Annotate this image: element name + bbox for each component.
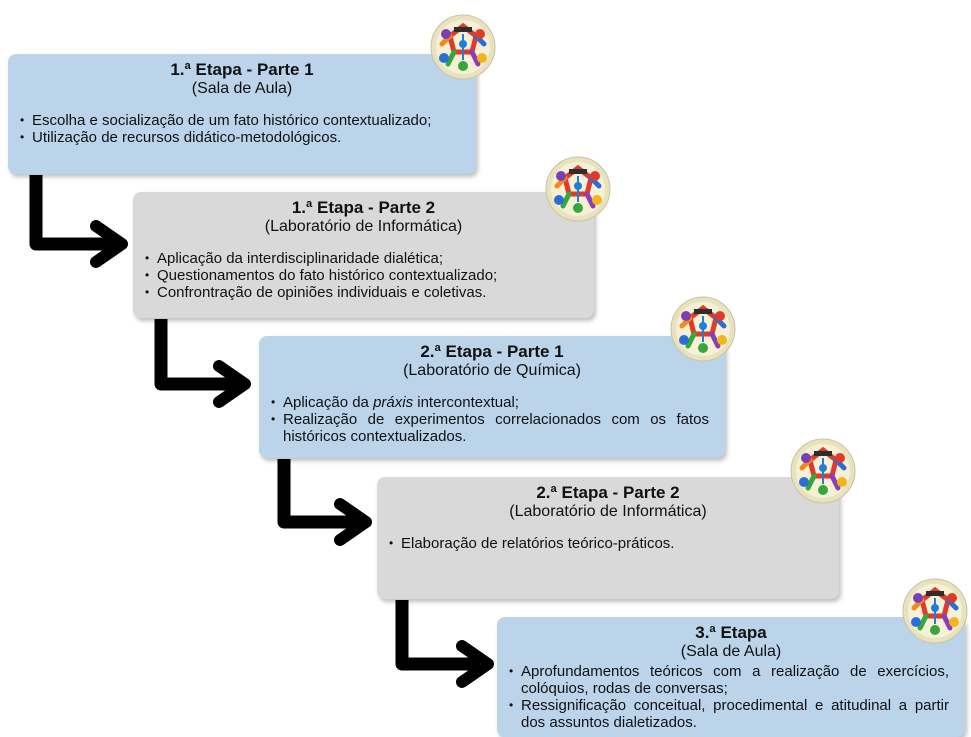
stage-items: Aprofundamentos teóricos com a realizaçã… [497,663,965,731]
stage-item: Elaboração de relatórios teórico-prático… [389,535,823,552]
stage-title: 3.ª Etapa [695,623,767,642]
logo-badge-icon [790,438,856,504]
stage-title: 2.ª Etapa - Parte 2 [536,483,680,502]
stage-3-box: 2.ª Etapa - Parte 1 (Laboratório de Quím… [259,336,725,458]
stage-items: Escolha e socialização de um fato histór… [8,112,476,146]
stage-items: Elaboração de relatórios teórico-prático… [377,535,839,552]
stage-subtitle: (Laboratório de Química) [403,362,581,379]
stage-item: Aplicação da interdisciplinaridade dialé… [145,250,578,267]
stage-item: Questionamentos do fato histórico contex… [145,267,578,284]
stage-items: Aplicação da práxis intercontextual; Rea… [259,394,725,445]
stage-1-box: 1.ª Etapa - Parte 1 (Sala de Aula) Escol… [8,54,476,174]
item-prefix: Aplicação da [283,394,374,411]
stage-item: Utilização de recursos didático-metodoló… [20,129,460,146]
stage-subtitle: (Laboratório de Informática) [509,503,707,520]
stage-item: Realização de experimentos correlacionad… [271,411,709,445]
stage-item: Confrontração de opiniões individuais e … [145,284,578,301]
item-italic: práxis [373,394,414,411]
stage-2-box: 1.ª Etapa - Parte 2 (Laboratório de Info… [133,192,594,318]
stage-title: 2.ª Etapa - Parte 1 [420,342,564,361]
stage-item: Escolha e socialização de um fato histór… [20,112,460,129]
stage-item: Aprofundamentos teóricos com a realizaçã… [509,663,949,697]
logo-badge-icon [430,14,496,80]
stage-item: Ressignificação conceitual, procedimenta… [509,697,949,731]
stage-4-box: 2.ª Etapa - Parte 2 (Laboratório de Info… [377,477,839,599]
logo-badge-icon [902,578,968,644]
stage-title: 1.ª Etapa - Parte 1 [170,60,314,79]
stage-items: Aplicação da interdisciplinaridade dialé… [133,250,594,301]
stage-subtitle: (Sala de Aula) [191,80,293,97]
item-suffix: intercontextual; [413,394,519,411]
stage-title: 1.ª Etapa - Parte 2 [291,198,436,217]
stage-subtitle: (Sala de Aula) [680,643,782,660]
logo-badge-icon [545,156,611,222]
stage-subtitle: (Laboratório de Informática) [264,218,463,235]
stage-5-box: 3.ª Etapa (Sala de Aula) Aprofundamentos… [497,617,965,737]
stage-item: Aplicação da práxis intercontextual; [271,394,709,411]
logo-badge-icon [670,296,736,362]
